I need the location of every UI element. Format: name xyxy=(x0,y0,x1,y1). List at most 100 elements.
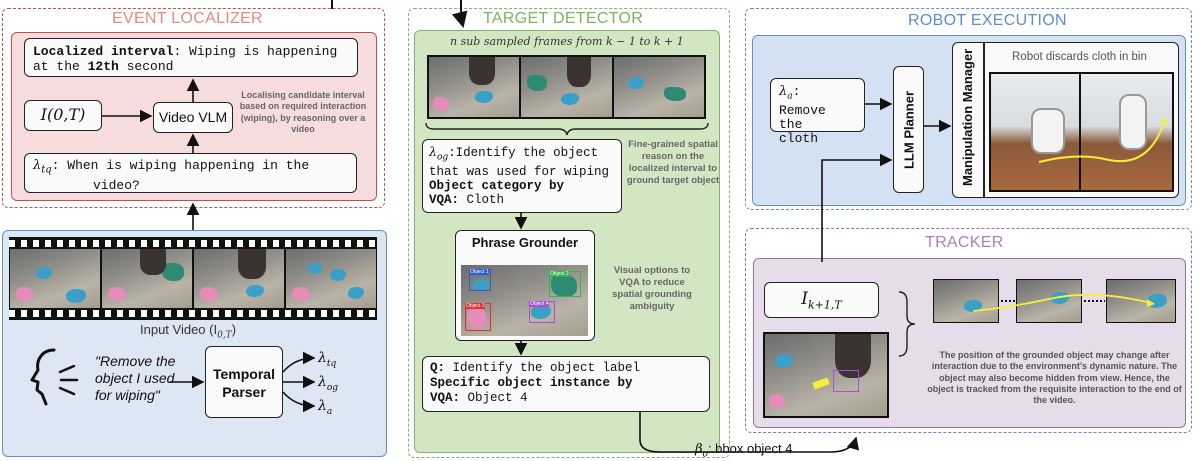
localized-interval-text-c: second xyxy=(118,59,174,74)
sub-frame-1 xyxy=(429,57,519,117)
tracker-section xyxy=(745,228,1192,433)
grounding-frame: Object 1 Object 2 Object 3 Object 4 xyxy=(461,265,588,336)
blue-cloth-4c xyxy=(348,287,364,299)
robot-instruction-line-2: cloth xyxy=(779,130,819,146)
robot-execution-title: ROBOT EXECUTION xyxy=(908,12,1067,29)
video-frame-1 xyxy=(10,249,100,308)
input-video-caption: Input Video (I0,T) xyxy=(140,322,236,341)
video-vlm-box: Video VLM xyxy=(153,102,233,133)
event-query-box: λtq: When is wiping happening in the vid… xyxy=(24,153,357,193)
film-holes-bottom xyxy=(9,310,377,317)
tracking-path xyxy=(972,293,1155,312)
tracked-object-arrow xyxy=(812,377,830,390)
pink-cloth-2 xyxy=(108,287,126,301)
parser-output-a-sub: a xyxy=(326,406,333,417)
input-video-caption-sub: 0,T xyxy=(217,330,232,341)
bbox-object-3-label: Object 3 xyxy=(466,303,485,309)
query-lambda-sub: tq xyxy=(41,164,52,176)
parser-output-a: λa xyxy=(318,398,333,417)
frames-brace-icon xyxy=(425,122,709,136)
bbox-object-4: Object 4 xyxy=(529,301,555,323)
teal-cloth-1 xyxy=(66,289,86,303)
tracked-object-bbox xyxy=(833,370,859,392)
robot-arm-1 xyxy=(1031,108,1065,154)
sub-blue-2 xyxy=(561,93,579,105)
grounding-blue-cloth xyxy=(473,279,489,291)
tracked-frame-1 xyxy=(933,279,999,323)
temporal-parser-label-2: Parser xyxy=(222,384,266,400)
object-query-text-b: that was used for wiping xyxy=(429,164,610,179)
beta-text: : bbox object 4 xyxy=(707,441,793,456)
object-category-value: Cloth xyxy=(459,192,505,207)
specific-instance-label: Specific object instance by xyxy=(430,376,633,390)
manipulation-manager-label: Manipulation Manager xyxy=(960,48,975,186)
specific-instance-value: Object 4 xyxy=(460,391,528,405)
sub-pink-1 xyxy=(433,97,449,111)
robot-lambda-sub: a xyxy=(787,91,793,102)
input-i0t-box: I(0,T) xyxy=(24,100,102,131)
event-query-text-a: : When is wiping happening in the xyxy=(51,158,310,173)
user-quote-line-3: for wiping" xyxy=(95,387,160,403)
video-vlm-label: Video VLM xyxy=(158,109,228,125)
blue-cloth-3 xyxy=(246,285,264,297)
parser-output-og-sub: og xyxy=(326,382,339,393)
bbox-object-4-label: Object 4 xyxy=(530,301,549,307)
llm-planner-label: LLM Planner xyxy=(901,90,916,169)
target-detector-section xyxy=(408,8,730,458)
object-category-vqa: VQA: xyxy=(429,192,460,207)
robot-instruction-box: λa: Remove the cloth xyxy=(770,78,865,145)
temporal-parser-box: Temporal Parser xyxy=(205,346,283,418)
hand-3 xyxy=(238,249,266,279)
user-quote-line-2: object I used xyxy=(95,370,175,386)
input-i0t-label: I(0,T) xyxy=(40,105,86,124)
tracker-input-symbol: I xyxy=(801,289,808,309)
tracker-pink-cloth xyxy=(769,394,785,408)
localized-interval-label: Localized interval xyxy=(33,44,174,59)
film-holes-top xyxy=(9,240,377,247)
tracked-blue-2 xyxy=(1051,292,1069,304)
sub-blue-3 xyxy=(628,77,644,89)
localized-interval-text: : Wiping is happening xyxy=(173,44,338,59)
robot-execution-section xyxy=(745,8,1192,210)
bbox-object-1-label: Object 1 xyxy=(470,269,489,275)
tracker-title: TRACKER xyxy=(925,234,1004,251)
sub-frame-2 xyxy=(521,57,612,117)
phrase-grounder-label: Phrase Grounder xyxy=(471,235,579,250)
hand-2 xyxy=(140,249,166,275)
blue-cloth-4b xyxy=(330,269,346,281)
tracked-sequence xyxy=(933,279,1179,325)
video-frame-3 xyxy=(194,249,284,308)
event-localizer-title: EVENT LOCALIZER xyxy=(112,10,263,27)
object-query-text-a: :Identify the object xyxy=(448,146,599,160)
fine-grained-note: Fine-grained spatial reason on the local… xyxy=(626,139,720,186)
parser-output-tq: λtq xyxy=(318,350,337,369)
robot-trajectory xyxy=(1038,118,1168,163)
robot-video-frame-2 xyxy=(1081,74,1172,190)
tracker-input-box: Ik+1,T xyxy=(764,282,879,318)
grounding-pink-cloth xyxy=(467,307,487,329)
grounding-green-cloth xyxy=(551,275,577,297)
object-label-box: Q: Identify the object label Specific ob… xyxy=(422,356,710,412)
speaking-head-icon xyxy=(30,348,79,406)
sub-hand-2 xyxy=(567,57,591,87)
robot-video xyxy=(989,72,1174,192)
event-localizer-note: Localising candidate interval based on r… xyxy=(239,90,367,134)
robot-video-caption: Robot discards cloth in bin xyxy=(1012,51,1147,63)
temporal-parser-label-1: Temporal xyxy=(213,366,275,382)
frames-caption-a: n sub sampled frames from xyxy=(450,35,606,48)
parser-output-og: λog xyxy=(318,374,339,393)
tracker-note: The position of the grounded object may … xyxy=(927,350,1182,405)
pink-cloth-4 xyxy=(292,287,310,301)
video-frame-4 xyxy=(286,249,376,308)
tracker-blue-cloth xyxy=(775,354,793,368)
manipulation-divider xyxy=(983,42,985,198)
visual-options-note: Visual options to VQA to reduce spatial … xyxy=(612,265,692,312)
robot-lambda: λ xyxy=(779,84,788,99)
beta-sub: o xyxy=(702,449,708,460)
sub-hand-1 xyxy=(469,57,495,85)
frames-caption-b: k − 1 to k + 1 xyxy=(605,35,684,48)
grounding-teal-cloth xyxy=(531,305,551,319)
tracker-brace-icon xyxy=(898,291,916,357)
beta-symbol: β xyxy=(695,442,703,457)
sub-blue-1 xyxy=(475,91,493,103)
